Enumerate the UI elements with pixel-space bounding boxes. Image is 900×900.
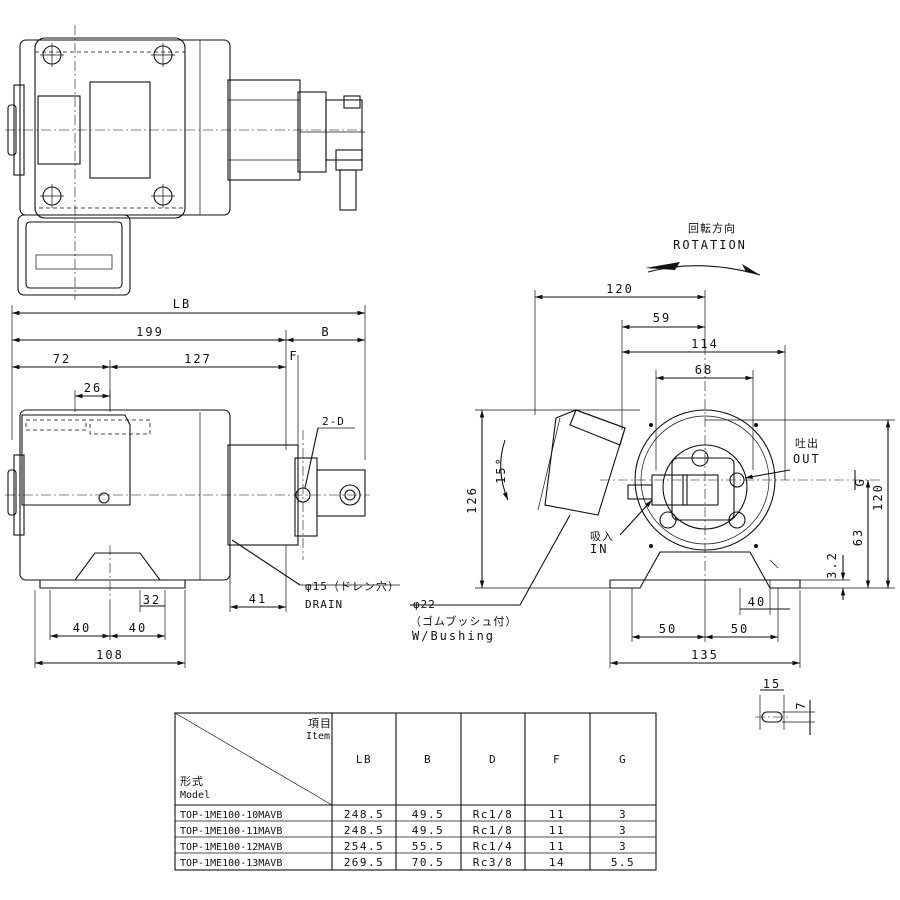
dim-120-right: 120 (871, 483, 885, 511)
table-header-lb: LB (356, 753, 372, 766)
table-item-en: Item (306, 731, 330, 742)
dim-3-2: 3.2 (825, 551, 839, 579)
dim-40-right: 40 (129, 621, 147, 635)
side-view-dimensions: LB 199 B 72 127 F 26 2-D 32 40 40 108 (11, 297, 400, 668)
bushing-jp: （ゴムブッシュ付） (410, 614, 517, 628)
table-model-jp: 形式 (180, 775, 204, 788)
table-row-model: TOP-1ME100-13MAVB (180, 858, 282, 869)
dim-lb: LB (173, 297, 191, 311)
dim-15-deg: 15° (494, 456, 508, 484)
dim-b: B (321, 325, 330, 339)
port-in-jp: 吸入 (590, 530, 614, 543)
dim-127: 127 (184, 352, 212, 366)
dim-114: 114 (691, 337, 719, 351)
dim-68: 68 (695, 363, 713, 377)
dim-40-left: 40 (73, 621, 91, 635)
table-model-en: Model (180, 790, 210, 801)
rotation-en: ROTATION (673, 238, 747, 252)
table-cell-f: 14 (549, 856, 565, 869)
label-drain-jp: φ15（ドレン穴） (305, 579, 400, 593)
table-cell-f: 11 (549, 808, 565, 821)
dim-50-right: 50 (731, 622, 749, 636)
dim-41: 41 (249, 592, 267, 606)
table-cell-f: 11 (549, 824, 565, 837)
port-in-en: IN (590, 542, 608, 556)
dim-72: 72 (53, 352, 71, 366)
table-header-f: F (553, 753, 561, 766)
table-cell-d: Rc1/8 (473, 808, 514, 821)
table-cell-b: 70.5 (412, 856, 445, 869)
side-view (5, 409, 370, 600)
table-header-b: B (424, 753, 432, 766)
table-cell-f: 11 (549, 840, 565, 853)
table-cell-b: 49.5 (412, 808, 445, 821)
dim-63: 63 (851, 528, 865, 546)
table-header-d: D (489, 753, 497, 766)
dim-126: 126 (465, 486, 479, 514)
table-cell-b: 55.5 (412, 840, 445, 853)
table-cell-lb: 254.5 (344, 840, 385, 853)
table-cell-g: 3 (619, 840, 627, 853)
dim-26: 26 (84, 381, 102, 395)
table-cell-g: 5.5 (611, 856, 635, 869)
rotation-jp: 回転方向 (688, 221, 736, 235)
front-view-dimensions: 回転方向 ROTATION 120 59 114 68 126 15° 120 … (410, 221, 895, 668)
label-drain-en: DRAIN (305, 598, 343, 611)
table-cell-lb: 248.5 (344, 824, 385, 837)
dim-32: 32 (143, 593, 161, 607)
dim-135: 135 (691, 648, 719, 662)
top-view (5, 25, 365, 300)
table-row-model: TOP-1ME100-11MAVB (180, 826, 282, 837)
dim-40-front: 40 (748, 595, 766, 609)
dim-50-left: 50 (659, 622, 677, 636)
table-row-model: TOP-1ME100-10MAVB (180, 810, 282, 821)
slot-dim-15: 15 (763, 677, 781, 691)
slot-detail: 15 7 (755, 677, 815, 735)
dim-59: 59 (653, 311, 671, 325)
table-cell-d: Rc1/8 (473, 824, 514, 837)
bushing-en: W/Bushing (412, 629, 495, 643)
table-cell-lb: 269.5 (344, 856, 385, 869)
table-row-model: TOP-1ME100-12MAVB (180, 842, 282, 853)
dim-g: G (853, 477, 867, 486)
bushing-dia: φ22 (413, 598, 436, 611)
dim-f: F (289, 349, 298, 363)
table-item-jp: 項目 (308, 717, 332, 730)
table-cell-d: Rc1/4 (473, 840, 514, 853)
dim-108: 108 (96, 648, 124, 662)
table-cell-d: Rc3/8 (473, 856, 514, 869)
dimension-table: 項目 Item 形式 Model LB B D F G TOP-1ME100-10MAV… (174, 712, 657, 871)
table-cell-b: 49.5 (412, 824, 445, 837)
port-out-jp: 吐出 (795, 436, 819, 450)
label-2-d: 2-D (322, 415, 345, 428)
dim-199: 199 (136, 325, 164, 339)
port-out-en: OUT (793, 452, 821, 466)
dim-120-top: 120 (606, 282, 634, 296)
table-header-g: G (619, 753, 627, 766)
table-cell-g: 3 (619, 824, 627, 837)
table-cell-lb: 248.5 (344, 808, 385, 821)
slot-dim-7: 7 (794, 700, 808, 709)
table-cell-g: 3 (619, 808, 627, 821)
